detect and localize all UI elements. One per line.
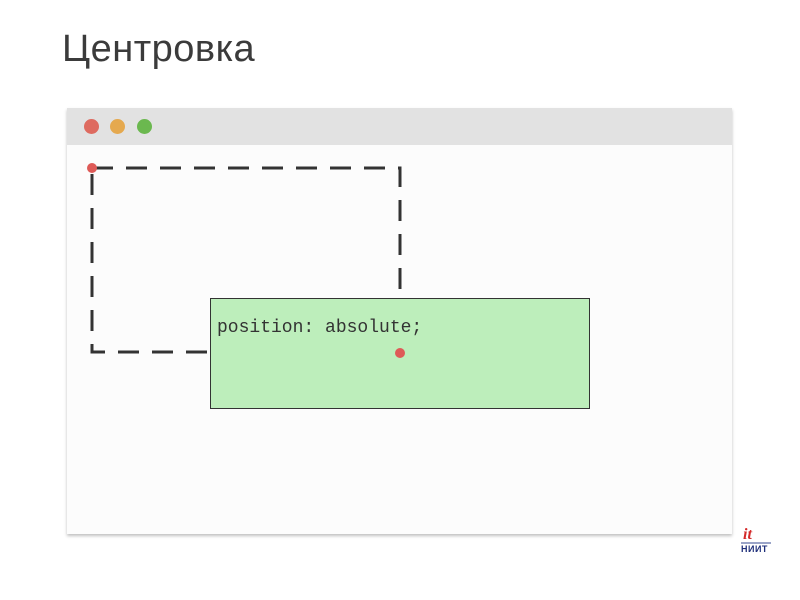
- logo-mark: it: [743, 526, 752, 543]
- browser-titlebar: [67, 108, 732, 145]
- top-left-anchor-point: [87, 163, 97, 173]
- center-anchor-point: [395, 348, 405, 358]
- minimize-dot[interactable]: [110, 119, 125, 134]
- slide-title: Центровка: [62, 28, 256, 70]
- dashed-original-box: [90, 166, 402, 354]
- niit-logo: it НИИТ: [739, 526, 773, 558]
- logo-tagline-bar: [741, 542, 771, 544]
- maximize-dot[interactable]: [137, 119, 152, 134]
- code-label: position: absolute;: [217, 318, 423, 338]
- logo-text: НИИТ: [741, 544, 768, 554]
- close-dot[interactable]: [84, 119, 99, 134]
